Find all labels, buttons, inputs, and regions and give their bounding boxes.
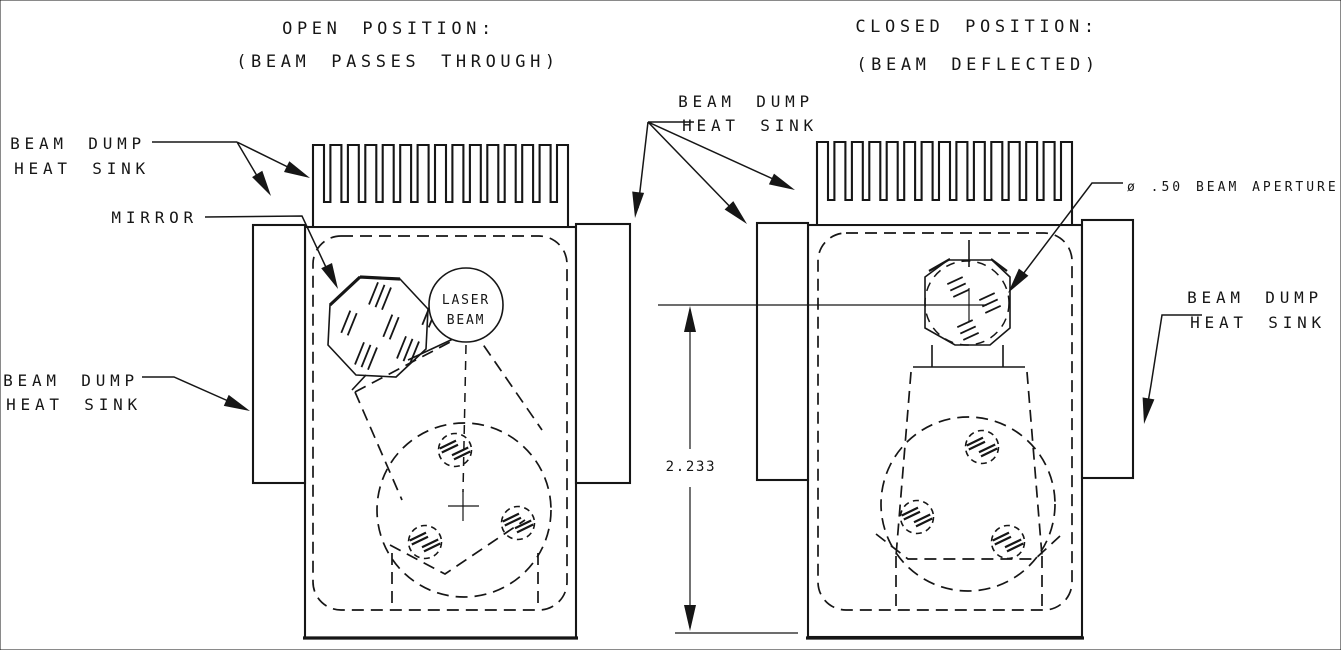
rotor-pocket-closed bbox=[875, 533, 1061, 560]
arrowhead bbox=[632, 191, 645, 218]
open-title-line2: (BEAM PASSES THROUGH) bbox=[236, 52, 560, 72]
beam-dump-block-right bbox=[574, 222, 632, 485]
mirror-glass-hatch bbox=[946, 276, 970, 298]
mount-legs-closed bbox=[895, 556, 1043, 609]
rotor-screw bbox=[437, 432, 473, 468]
callout-center-line1: BEAM DUMP bbox=[678, 92, 814, 111]
beam-dump-block-right bbox=[1080, 218, 1135, 480]
mirror-holder-octagon bbox=[924, 259, 1011, 346]
rotor-screw bbox=[899, 499, 935, 535]
mirror-glass-hatch bbox=[340, 310, 358, 336]
closed-title-line2: (BEAM DEFLECTED) bbox=[856, 55, 1099, 75]
arrowhead bbox=[1142, 397, 1155, 424]
arrowhead bbox=[724, 201, 747, 224]
housing-inner-outline bbox=[312, 235, 568, 611]
arrowhead bbox=[252, 170, 271, 196]
rotor-screw bbox=[990, 524, 1026, 560]
callout-bottom-left-line1: BEAM DUMP bbox=[3, 371, 139, 390]
callout-bottom-left-leader bbox=[142, 376, 245, 409]
callout-bottom-left-line2: HEAT SINK bbox=[6, 395, 142, 414]
callout-top-left-line2: HEAT SINK bbox=[14, 159, 150, 178]
callout-top-left-leader bbox=[152, 141, 301, 187]
rotor-screw bbox=[407, 524, 443, 560]
laser-beam-circle bbox=[428, 267, 504, 343]
rotor-pocket-open bbox=[389, 519, 526, 575]
arrowhead bbox=[223, 394, 250, 411]
beam-dump-block-left bbox=[755, 221, 810, 482]
callout-mirror-leader bbox=[204, 215, 332, 279]
mount-legs-open bbox=[391, 553, 539, 610]
callout-top-left-line1: BEAM DUMP bbox=[10, 134, 146, 153]
mirror-edge-highlight bbox=[328, 275, 401, 307]
mirror-glass-hatch bbox=[396, 335, 420, 365]
callout-mirror: MIRROR bbox=[111, 208, 198, 227]
heat-sink-fins-top bbox=[815, 140, 1074, 227]
arrowhead bbox=[684, 306, 696, 332]
beam-centerline bbox=[462, 344, 467, 493]
dimension-value: 2.233 bbox=[666, 459, 717, 475]
mirror-clamp-edges bbox=[928, 258, 1008, 272]
mirror-glass-hatch bbox=[382, 314, 400, 340]
actuator-body-closed bbox=[895, 371, 1043, 557]
mirror-mount-closed bbox=[913, 345, 1025, 368]
open-title-line1: OPEN POSITION: bbox=[282, 19, 496, 39]
closed-title-line1: CLOSED POSITION: bbox=[855, 17, 1098, 37]
laser-beam-label-line1: LASER bbox=[442, 293, 490, 308]
heat-sink-fins-top bbox=[311, 143, 570, 229]
closed-position-view bbox=[755, 140, 1135, 640]
beam-dump-block-left bbox=[251, 223, 307, 485]
mirror-glass-hatch bbox=[368, 281, 392, 311]
laser-beam-label-line2: BEAM bbox=[447, 313, 486, 328]
mirror-glass-hatch bbox=[956, 319, 980, 341]
callout-right-line2: HEAT SINK bbox=[1190, 313, 1326, 332]
arrowhead bbox=[684, 605, 696, 631]
rotor-screw bbox=[500, 505, 536, 541]
callout-right-line1: BEAM DUMP bbox=[1187, 288, 1323, 307]
callout-beam-aperture-leader bbox=[1013, 182, 1123, 287]
arrowhead bbox=[1008, 268, 1029, 293]
arrowhead bbox=[321, 263, 338, 289]
annotations: OPEN POSITION: (BEAM PASSES THROUGH) CLO… bbox=[3, 17, 1339, 634]
shutter-housing-closed bbox=[806, 223, 1084, 639]
open-position-view: LASER BEAM bbox=[251, 143, 632, 640]
rotor-outline-closed bbox=[880, 416, 1056, 592]
callout-center-line2: HEAT SINK bbox=[682, 116, 818, 135]
rotor-screw bbox=[964, 429, 1000, 465]
arrowhead bbox=[768, 173, 795, 190]
callout-center-leader bbox=[637, 121, 785, 216]
rotor-center-mark-open bbox=[448, 491, 479, 521]
mirror-glass-hatch bbox=[354, 341, 378, 371]
housing-inner-outline bbox=[817, 232, 1073, 611]
callout-beam-aperture: ø .50 BEAM APERTURE bbox=[1127, 180, 1339, 195]
rotor-outline-open bbox=[376, 422, 552, 598]
arrowhead bbox=[284, 161, 310, 178]
